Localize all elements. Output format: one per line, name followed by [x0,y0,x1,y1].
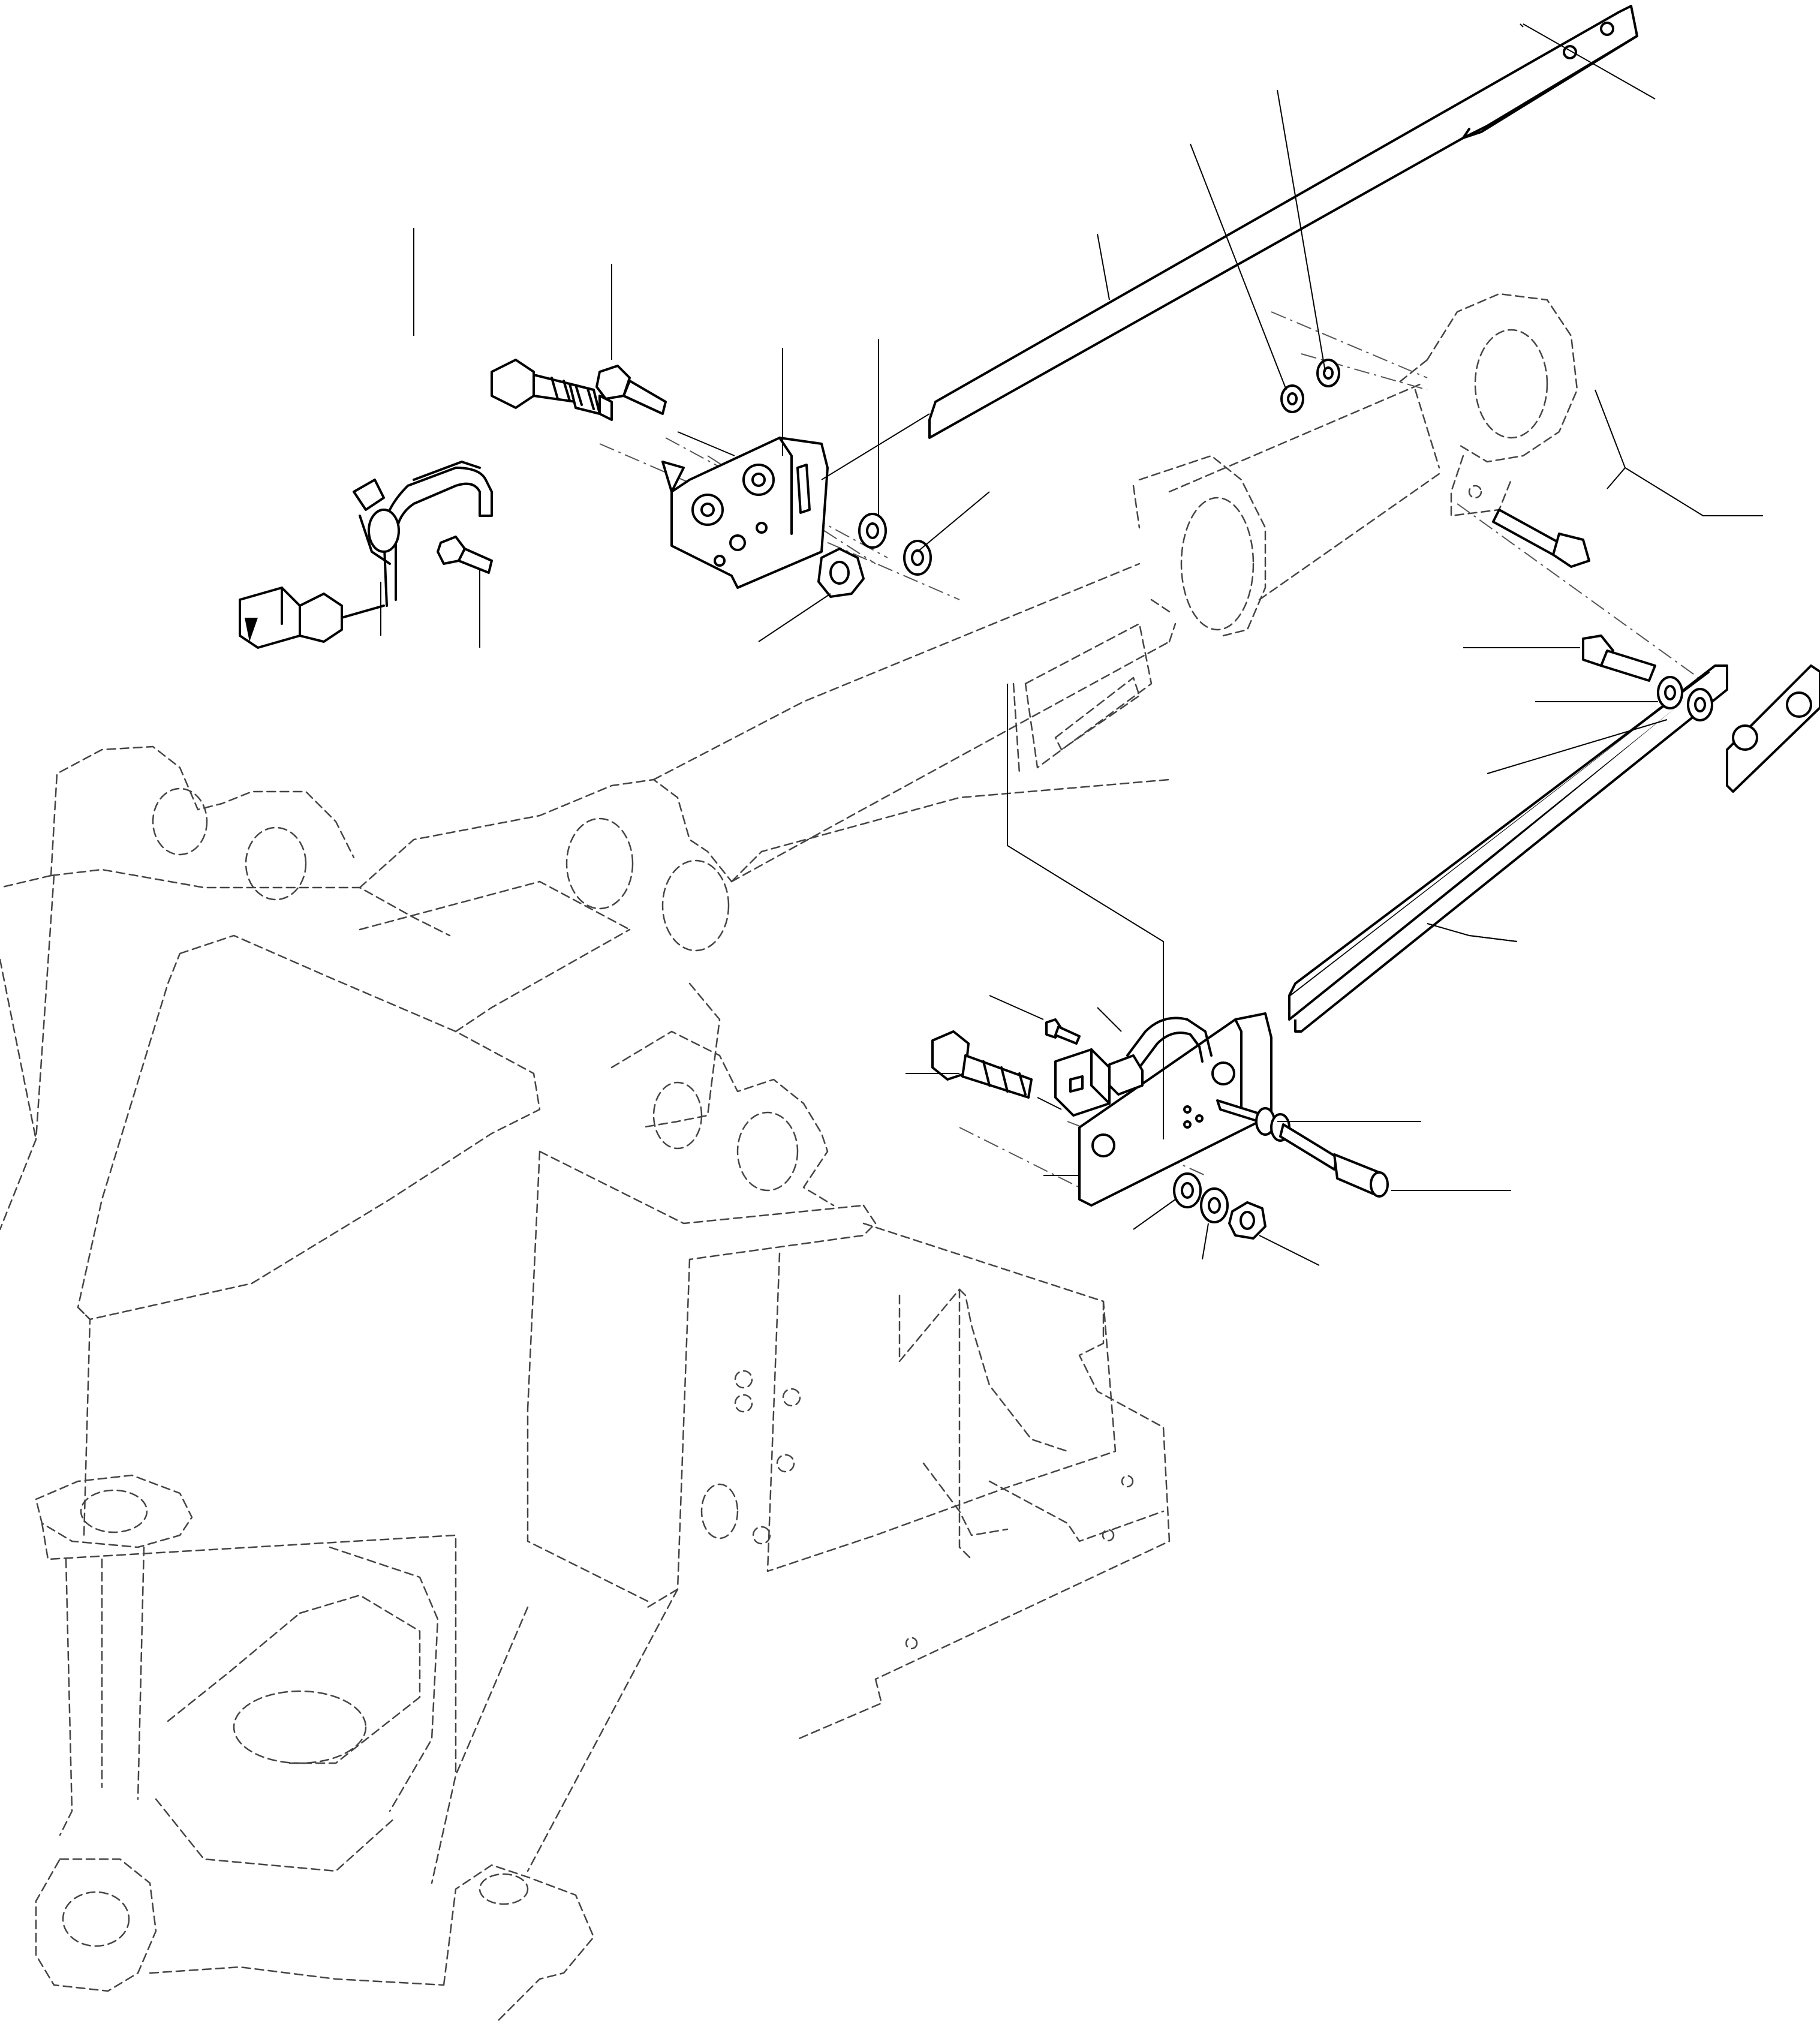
callout-leaders [380,23,1763,1266]
reference-frame [0,563,1177,2022]
strip-hole-icon [1600,22,1614,36]
washers-upper [1280,359,1340,413]
hydraulic-cylinder [1132,293,1578,637]
bolt-set-right [1582,634,1713,721]
guide-strip-upper [928,5,1638,439]
sensor-assembly-lower [931,1012,1389,1240]
guide-strip-lower [1288,664,1815,1033]
bolt-cylinder-end [1492,509,1590,568]
mounting-bar [1726,664,1820,793]
slotted-plate [1024,622,1153,769]
sensor-assembly-upper [239,359,932,649]
